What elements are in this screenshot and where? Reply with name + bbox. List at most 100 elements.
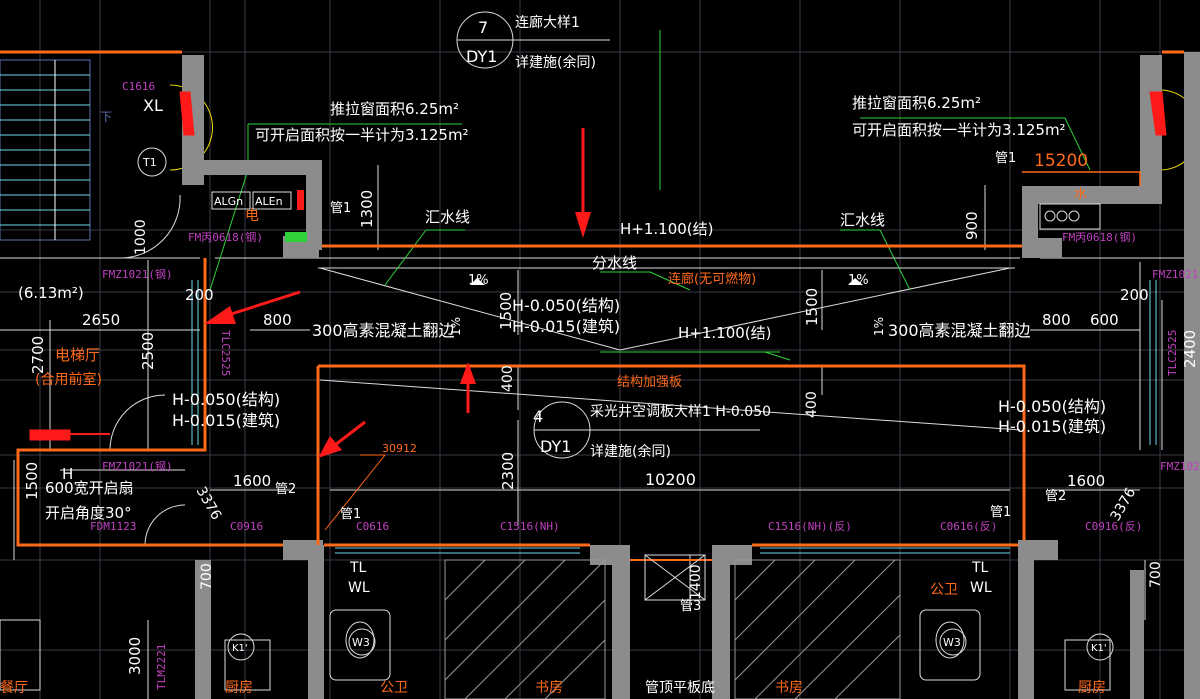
t1-label: T1 (142, 156, 157, 169)
left-elevation-struct: H-0.050(结构) (172, 390, 280, 409)
tag-fmz-right-2: FMZ1021 (1160, 460, 1200, 473)
red-markers (29, 91, 1167, 441)
pipe-label-2: 管1 (995, 151, 1016, 166)
dim-1400: 1400 (688, 564, 704, 600)
pipe-label-4: 管1 (990, 505, 1011, 520)
tag-c0616-rev: C0616(反) (940, 520, 997, 533)
slope-label-vertical-right: 1% (872, 317, 886, 336)
left-window-note-2: 可开启面积按一半计为3.125m² (255, 126, 469, 144)
curb-note-left: 300高素混凝土翻边 (312, 321, 455, 340)
tag-c1616: C1616 (122, 80, 155, 93)
center-callout-note: 详建施(余同) (590, 443, 671, 460)
tag-fdm1123: FDM1123 (90, 520, 136, 533)
water-label: 水 (1074, 187, 1087, 202)
top-callout-note: 详建施(余同) (515, 54, 596, 71)
tag-fmz1021-left: FMZ1021(钢) (102, 268, 173, 281)
area-label: (6.13m²) (18, 284, 84, 302)
left-elevation-arch: H-0.015(建筑) (172, 411, 280, 430)
tag-c0916: C0916 (230, 520, 263, 533)
dining-label: 餐厅 (0, 680, 28, 696)
pipe-label-1: 管1 (330, 201, 351, 216)
hatch-areas (444, 559, 901, 699)
dim-1500-bottom-left: 1500 (23, 462, 41, 500)
watershed-label: 分水线 (592, 254, 637, 272)
corridor-label: 连廊(无可燃物) (668, 271, 756, 287)
curb-note-right: 300高素混凝土翻边 (888, 321, 1031, 340)
k1-label-right: K1' (1091, 643, 1107, 654)
dim-200-left: 200 (185, 286, 214, 304)
dim-900: 900 (963, 211, 981, 240)
window-lines (191, 280, 1157, 554)
right-window-note-1: 推拉窗面积6.25m² (852, 94, 981, 112)
dim-1300: 1300 (358, 190, 376, 228)
mid-elevation-struct: H-0.050(结构) (512, 296, 620, 315)
electrical-panels (211, 190, 307, 242)
k1-label-left: K1' (232, 643, 248, 654)
public-wc-label-left: 公卫 (380, 680, 408, 696)
dim-2700: 2700 (29, 336, 47, 374)
tag-tlm: TLM2221 (155, 644, 168, 690)
left-window-note-1: 推拉窗面积6.25m² (330, 100, 459, 118)
top-callout-number: 7 (478, 18, 488, 37)
dim-10200: 10200 (645, 470, 696, 489)
leader-lines (209, 30, 1095, 361)
study-label-left: 书房 (535, 680, 563, 696)
center-callout-number: 4 (533, 407, 543, 426)
tl-label-right: TL (971, 560, 989, 576)
drain-line-right: 汇水线 (840, 211, 885, 229)
tag-fmz1021-left-2: FMZ1021(钢) (102, 460, 173, 473)
drain-line-left: 汇水线 (425, 208, 470, 226)
dim-800-left: 800 (263, 311, 292, 329)
panel-algn: ALGn (214, 195, 243, 208)
top-callout-title: 连廊大样1 (515, 14, 580, 31)
slope-label-right: 1% (848, 273, 869, 288)
door-note-1: 600宽开启扇 (45, 479, 134, 497)
elec-room-label: 电 (245, 208, 259, 224)
center-callout-ref: DY1 (540, 437, 571, 456)
dim-1600-left: 1600 (233, 472, 271, 490)
dim-2400: 2400 (1181, 330, 1199, 368)
tag-fm-right: FM丙0618(钢) (1062, 231, 1137, 244)
dim-15200: 15200 (1034, 151, 1088, 171)
corridor-elevation: H+1.100(结) (620, 220, 714, 238)
dim-1600-right: 1600 (1067, 472, 1105, 490)
tag-c1516-rev: C1516(NH)(反) (768, 520, 852, 533)
right-elevation-arch: H-0.015(建筑) (998, 417, 1106, 436)
right-elevation-struct: H-0.050(结构) (998, 397, 1106, 416)
walls (182, 52, 1200, 699)
wl-label-right: WL (970, 580, 992, 596)
h-mark: H (62, 465, 73, 483)
dim-3000: 3000 (126, 637, 144, 675)
panel-alen: ALEn (255, 195, 283, 208)
dim-1000: 1000 (133, 219, 149, 255)
corridor-elevation-2: H+1.100(结) (678, 324, 772, 342)
tag-c1516: C1516(NH) (500, 520, 560, 533)
dim-2650: 2650 (82, 311, 120, 329)
fixtures (0, 203, 1111, 691)
kitchen-label-right: 厨房 (1078, 680, 1106, 696)
w3-label-left: W3 (352, 636, 370, 649)
tag-c0916-rev: C0916(反) (1085, 520, 1142, 533)
right-window-note-2: 可开启面积按一半计为3.125m² (852, 121, 1066, 139)
dim-800-right: 800 (1042, 311, 1071, 329)
slope-label-vertical-left: 1% (449, 317, 463, 336)
pipe2-label-left: 管2 (275, 482, 296, 497)
callout-circles (137, 11, 1114, 661)
pipe3-label: 管3 (680, 599, 701, 614)
center-callout-title: 采光井空调板大样1 H-0.050 (590, 404, 771, 420)
red-arrows (204, 128, 591, 458)
kitchen-label-left: 厨房 (225, 680, 253, 696)
orange-outlines (0, 50, 1184, 561)
dim-200-right: 200 (1120, 286, 1149, 304)
tag-c0616: C0616 (356, 520, 389, 533)
slope-label-left: 1% (468, 273, 489, 288)
tl-label-left: TL (349, 560, 367, 576)
dim-1500-right: 1500 (803, 288, 821, 326)
elevator-hall-label: 电梯厅 (55, 346, 100, 364)
dim-700-left: 700 (199, 563, 215, 590)
dim-600: 600 (1090, 311, 1119, 329)
dim-700-right: 700 (1148, 561, 1164, 588)
wl-label-left: WL (348, 580, 370, 596)
public-wc-label-right: 公卫 (930, 582, 958, 598)
